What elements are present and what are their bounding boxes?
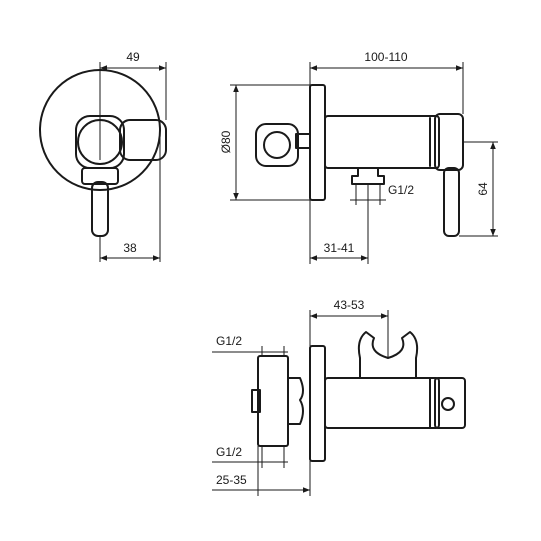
side-holder-arm	[295, 133, 311, 149]
dim-holder-label: 43-53	[334, 298, 365, 312]
dim-outlet-label: G1/2	[388, 183, 414, 197]
dim-lever-label: 38	[123, 241, 137, 255]
side-holder-hole	[263, 131, 291, 159]
bottom-handle-hub	[434, 377, 466, 429]
dim-inlet-bottom-label: G1/2	[216, 445, 242, 459]
front-hose-holder	[119, 119, 167, 161]
side-holder-ring	[255, 123, 299, 167]
front-lever-hub	[81, 167, 119, 185]
dim-length-label: 100-110	[364, 50, 407, 64]
side-outlet	[351, 167, 385, 185]
side-lever	[443, 167, 460, 237]
dim-depth-label: 25-35	[216, 473, 247, 487]
dim-inlet-top-label: G1/2	[216, 334, 242, 348]
bottom-handle-hole	[441, 397, 455, 411]
dim-height-label: 64	[476, 182, 490, 196]
bottom-inlet-block	[257, 355, 289, 447]
bottom-inlet-nut	[251, 389, 261, 413]
dim-offset-label: 31-41	[324, 241, 355, 255]
dim-diameter-label: Ø80	[219, 130, 233, 153]
bottom-body	[324, 377, 440, 429]
side-view: 100-110 Ø80 G1/2 31-41 64	[219, 50, 498, 264]
bottom-view: 43-53 G1/2 G1/2 25-35	[212, 298, 466, 496]
dim-width-label: 49	[126, 50, 140, 64]
side-rosette	[309, 84, 326, 201]
bottom-rosette	[309, 345, 326, 462]
front-view: 49 38	[39, 50, 167, 262]
bottom-connector	[287, 377, 304, 425]
side-body	[324, 115, 440, 169]
